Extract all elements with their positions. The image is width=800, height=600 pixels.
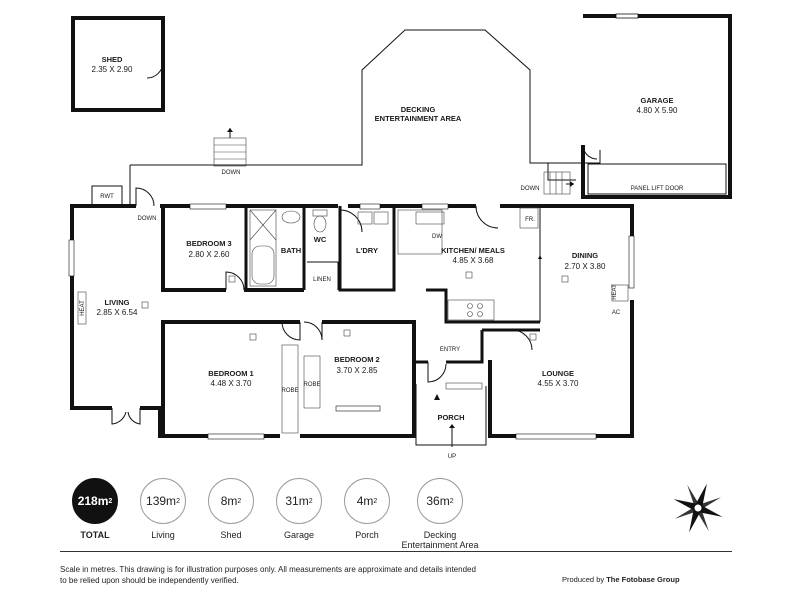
- area-decking-label: Decking: [423, 530, 457, 540]
- compass-icon: N: [673, 483, 723, 533]
- area-porch-value: 4m: [356, 494, 374, 508]
- living-dims: 2.85 X 6.54: [97, 308, 138, 317]
- shed: SHED 2.35 X 2.90: [71, 16, 165, 112]
- decking-name-line1: DECKING: [401, 105, 436, 114]
- wc-name: WC: [314, 235, 327, 244]
- kitchen-name: KITCHEN/ MEALS: [441, 246, 505, 255]
- deck-stairs: [213, 128, 247, 167]
- annotations: DOWN DW FR. HEAT HEAT AC ROBE ROBE ENTRY: [80, 216, 621, 400]
- living-name: LIVING: [104, 298, 129, 307]
- porch: PORCH UP: [415, 382, 487, 460]
- credit-prefix: Produced by: [562, 575, 605, 584]
- floor-plan: SHED 2.35 X 2.90 DECKING ENTERTAINMENT A…: [68, 13, 732, 460]
- area-living-label: Living: [151, 530, 175, 540]
- dw-label: DW: [432, 234, 442, 240]
- bedroom1-dims: 4.48 X 3.70: [211, 379, 252, 388]
- linen-label: LINEN: [313, 277, 331, 283]
- garage: PANEL LIFT DOOR GARAGE 4.80 X 5.90: [581, 13, 732, 199]
- porch-name: PORCH: [437, 413, 464, 422]
- rainwater-tank: RWT: [91, 185, 123, 207]
- area-total-value: 218m: [77, 494, 109, 508]
- area-living-value: 139m: [146, 494, 177, 508]
- doors: [111, 187, 533, 425]
- garage-stairs: [543, 171, 574, 195]
- garage-name: GARAGE: [641, 96, 674, 105]
- room-labels: BEDROOM 3 2.80 X 2.60 BATH WC L'DRY LINE…: [97, 235, 606, 388]
- decking-name-line2: ENTERTAINMENT AREA: [375, 114, 462, 123]
- area-decking-value: 36m: [426, 494, 450, 508]
- bedroom2-dims: 3.70 X 2.85: [337, 366, 378, 375]
- disclaimer: Scale in metres. This drawing is for ill…: [60, 565, 476, 585]
- area-decking-label2: Entertainment Area: [401, 540, 479, 550]
- living-heat-label: HEAT: [80, 300, 86, 316]
- deck-down-label: DOWN: [222, 170, 241, 176]
- area-shed-label: Shed: [220, 530, 242, 540]
- bedroom1-name: BEDROOM 1: [208, 369, 253, 378]
- area-total-label: TOTAL: [80, 530, 110, 540]
- compass-north-letter: N: [696, 490, 700, 496]
- garage-dims: 4.80 X 5.90: [637, 106, 678, 115]
- fixtures: [77, 207, 629, 434]
- shed-name: SHED: [102, 55, 123, 64]
- footer-divider: [60, 551, 732, 552]
- rwt-label: RWT: [100, 194, 114, 200]
- fridge-label: FR.: [525, 217, 535, 223]
- area-porch-label: Porch: [355, 530, 379, 540]
- dining-name: DINING: [572, 251, 598, 260]
- robe2-label: ROBE: [303, 382, 320, 388]
- bath-name: BATH: [281, 246, 301, 255]
- lounge-name: LOUNGE: [542, 369, 574, 378]
- dining-heat-label: HEAT: [612, 284, 618, 300]
- area-garage-label: Garage: [283, 530, 315, 540]
- decking-area: DECKING ENTERTAINMENT AREA DOWN DOWN: [129, 29, 601, 205]
- windows: [68, 203, 635, 440]
- lounge-dims: 4.55 X 3.70: [538, 379, 579, 388]
- panel-lift-door-label: PANEL LIFT DOOR: [631, 186, 684, 192]
- robe1-label: ROBE: [281, 388, 298, 394]
- area-garage-value: 31m: [285, 494, 309, 508]
- credit: Produced by The Fotobase Group: [562, 575, 680, 584]
- bedroom2-name: BEDROOM 2: [334, 355, 379, 364]
- area-shed-value: 8m: [220, 494, 238, 508]
- living-down-label: DOWN: [138, 216, 157, 222]
- light-markers: [141, 271, 569, 341]
- garage-down-label: DOWN: [521, 186, 540, 192]
- kitchen-dims: 4.85 X 3.68: [453, 256, 494, 265]
- ldry-name: L'DRY: [356, 246, 378, 255]
- credit-company: The Fotobase Group: [606, 575, 680, 584]
- ac-label: AC: [612, 310, 621, 316]
- bedroom3-name: BEDROOM 3: [186, 239, 231, 248]
- shed-dims: 2.35 X 2.90: [92, 65, 133, 74]
- bedroom3-dims: 2.80 X 2.60: [189, 250, 230, 259]
- entry-label: ENTRY: [440, 347, 460, 353]
- house-walls: [70, 204, 634, 438]
- up-label: UP: [448, 454, 456, 460]
- dining-dims: 2.70 X 3.80: [565, 262, 606, 271]
